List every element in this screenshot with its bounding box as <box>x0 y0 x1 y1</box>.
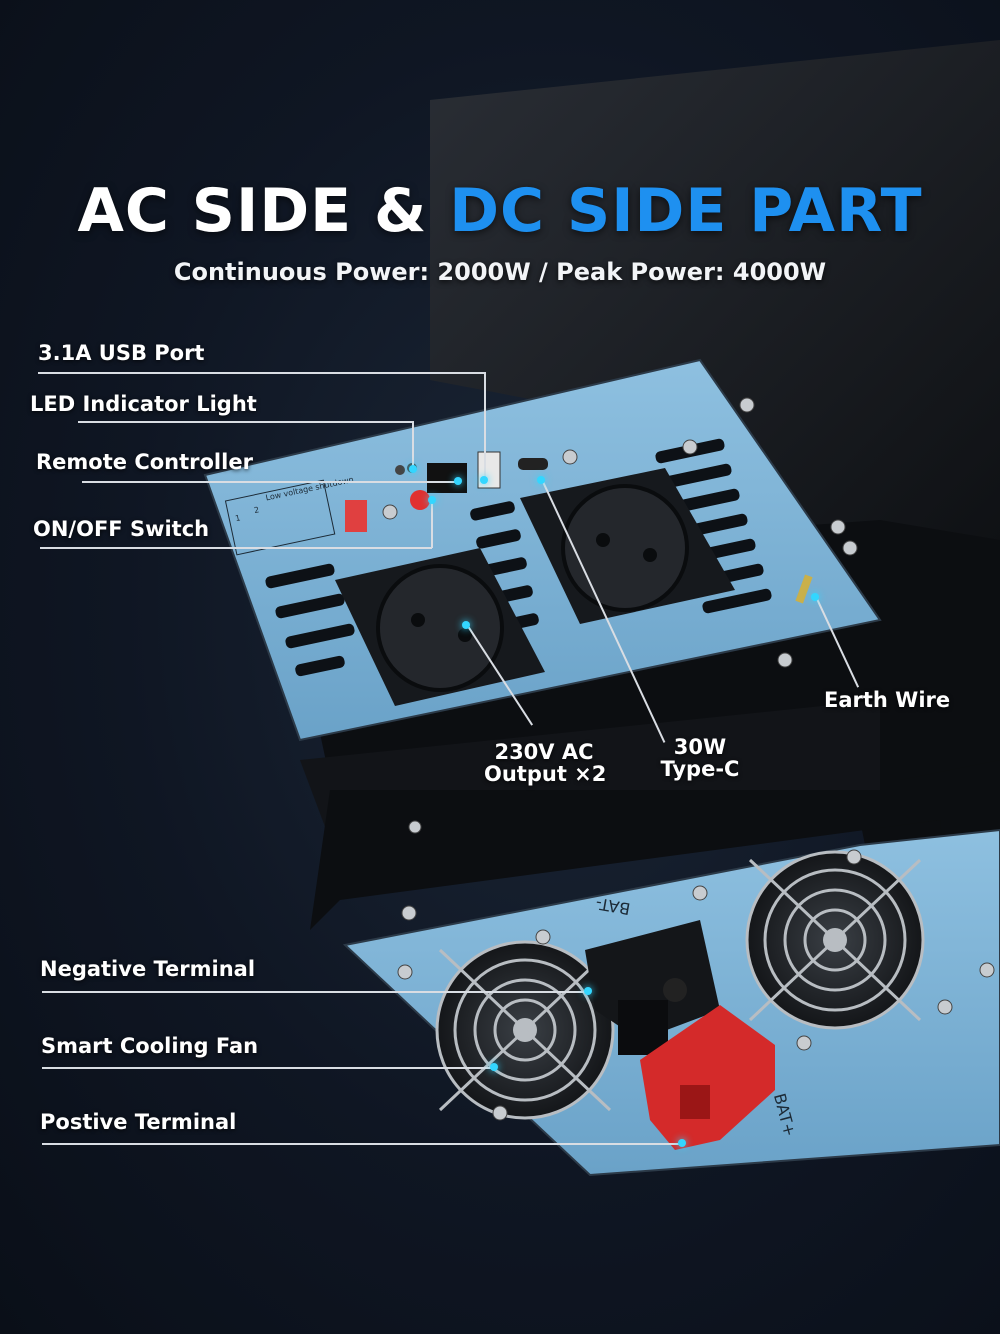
cooling-fan-right <box>745 850 925 1030</box>
dip-switch <box>345 500 367 532</box>
positive-callout-line <box>42 1143 682 1145</box>
led-dot <box>409 465 417 473</box>
negative-callout-line <box>42 991 588 993</box>
fan-callout-line <box>42 1067 494 1069</box>
title-white-part: AC SIDE & <box>77 176 428 246</box>
onoff-switch-label: ON/OFF Switch <box>33 517 210 541</box>
onoff-callout-line <box>40 547 432 549</box>
ac-output-line1: 230V AC <box>494 740 594 764</box>
page-title: AC SIDE & DC SIDE PART <box>0 176 1000 246</box>
inverter-body <box>300 40 1000 1000</box>
onoff-callout-line-v <box>431 500 433 548</box>
earth-wire-label: Earth Wire <box>824 688 951 712</box>
positive-dot <box>678 1139 686 1147</box>
remote-dot <box>454 477 462 485</box>
ac-output-label: 230V AC Output ×2 <box>484 740 607 786</box>
negative-terminal <box>585 920 720 1055</box>
typec-port <box>518 458 548 470</box>
onoff-button <box>410 490 430 510</box>
usb-port-label: 3.1A USB Port <box>38 341 205 365</box>
earth-dot <box>811 593 819 601</box>
fan-dot <box>490 1063 498 1071</box>
dc-panel: BAT- BAT+ <box>342 828 1000 1177</box>
ac-output-dot <box>462 621 470 629</box>
cooling-fan-label: Smart Cooling Fan <box>41 1034 259 1058</box>
usb-dot <box>480 476 488 484</box>
cooling-fan-left <box>435 940 615 1120</box>
negative-dot <box>584 987 592 995</box>
led-callout-line-v <box>412 421 414 469</box>
usb-callout-line-v <box>484 372 486 480</box>
ac-panel: 1 2 Low voltage shutdown <box>203 358 882 834</box>
typec-line1: 30W <box>673 735 727 759</box>
table-head-2: 2 <box>253 505 260 515</box>
typec-dot <box>537 476 545 484</box>
typec-label: 30W Type-C <box>650 736 750 780</box>
typec-line2: Type-C <box>660 757 740 781</box>
negative-terminal-label: Negative Terminal <box>40 957 256 981</box>
title-blue-part: DC SIDE PART <box>449 176 923 246</box>
ac-socket-right <box>520 468 735 624</box>
usb-callout-line <box>38 372 485 374</box>
ac-output-line2: Output ×2 <box>484 762 607 786</box>
positive-terminal-label: Postive Terminal <box>40 1110 237 1134</box>
remote-controller-label: Remote Controller <box>36 450 253 474</box>
led-callout-line <box>78 421 413 423</box>
power-subtitle: Continuous Power: 2000W / Peak Power: 40… <box>173 258 827 286</box>
fault-led <box>395 465 405 475</box>
led-indicator-label: LED Indicator Light <box>30 392 257 416</box>
table-head-1: 1 <box>234 513 241 523</box>
onoff-dot <box>428 496 436 504</box>
remote-callout-line <box>82 481 457 483</box>
positive-terminal <box>640 1005 775 1150</box>
earth-wire-terminal <box>795 574 813 604</box>
